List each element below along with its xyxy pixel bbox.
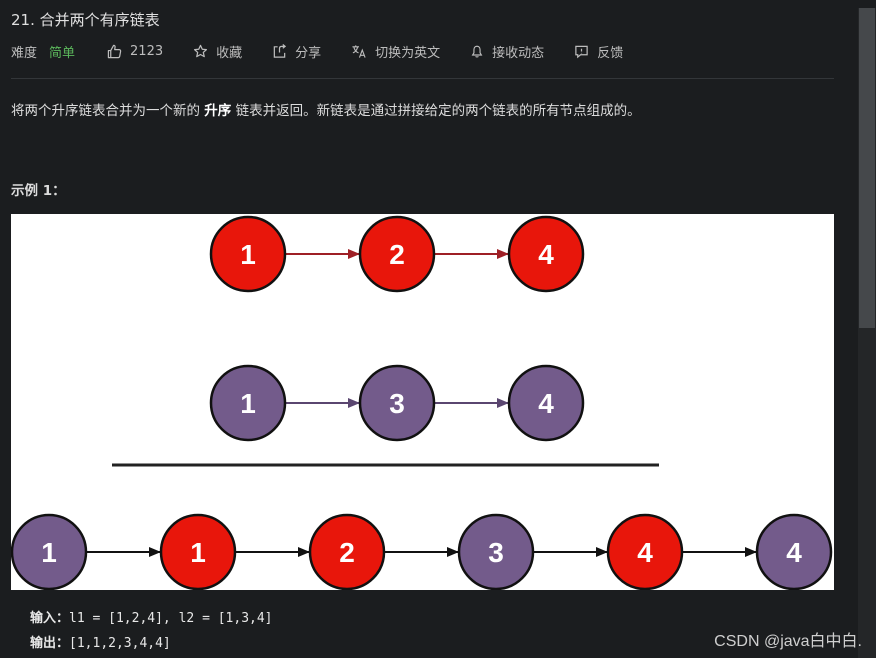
merged-node: 4 <box>755 513 833 591</box>
problem-description: 将两个升序链表合并为一个新的 升序 链表并返回。新链表是通过拼接给定的两个链表的… <box>11 103 641 119</box>
example-output: 输出：[1,1,2,3,4,4] <box>30 636 171 651</box>
thumbs-up-icon <box>107 44 122 58</box>
list2-node: 1 <box>209 364 287 442</box>
favorite-button[interactable]: 收藏 <box>193 42 242 61</box>
merged-node: 3 <box>457 513 535 591</box>
node-label: 1 <box>41 537 57 568</box>
favorite-label: 收藏 <box>216 45 243 61</box>
watermark: CSDN @java白中白. <box>714 633 862 650</box>
linked-list-diagram: 1 2 4 1 3 4 1 1 2 3 4 4 <box>10 214 834 591</box>
translate-icon <box>352 44 366 58</box>
difficulty-label: 难度 <box>11 45 38 61</box>
node-label: 4 <box>637 537 653 568</box>
notification-button[interactable]: 接收动态 <box>470 42 544 61</box>
bell-icon <box>471 45 483 58</box>
feedback-icon <box>575 45 588 58</box>
linked-list-svg: 1 2 4 1 3 4 1 1 2 3 4 4 <box>10 215 833 591</box>
list1-node: 2 <box>358 215 436 293</box>
list1-node: 1 <box>209 215 287 293</box>
node-label: 3 <box>488 537 504 568</box>
merged-node: 1 <box>159 513 237 591</box>
feedback-label: 反馈 <box>597 45 624 61</box>
example-code-block: 输入：l1 = [1,2,4], l2 = [1,3,4] 输出：[1,1,2,… <box>11 596 834 658</box>
example-title: 示例 1： <box>11 183 66 199</box>
switch-language-label: 切换为英文 <box>375 45 441 61</box>
problem-title: 21. 合并两个有序链表 <box>11 11 160 29</box>
node-label: 2 <box>389 239 405 270</box>
switch-language-button[interactable]: 切换为英文 <box>351 42 440 61</box>
node-label: 1 <box>240 388 256 419</box>
node-label: 4 <box>538 239 554 270</box>
share-button[interactable]: 分享 <box>272 42 321 61</box>
node-label: 3 <box>389 388 405 419</box>
node-label: 1 <box>190 537 206 568</box>
feedback-button[interactable]: 反馈 <box>574 42 623 61</box>
like-count: 2123 <box>130 43 164 59</box>
example-input: 输入：l1 = [1,2,4], l2 = [1,3,4] <box>30 611 273 626</box>
list2-node: 3 <box>358 364 436 442</box>
notification-label: 接收动态 <box>492 45 545 61</box>
node-label: 2 <box>339 537 355 568</box>
scrollbar-thumb[interactable] <box>859 8 875 328</box>
difficulty-value: 简单 <box>49 45 76 61</box>
merged-node: 2 <box>308 513 386 591</box>
like-button[interactable]: 2123 <box>107 44 163 59</box>
node-label: 4 <box>786 537 802 568</box>
node-label: 4 <box>538 388 554 419</box>
description-emphasis: 升序 <box>204 103 232 119</box>
share-icon <box>273 43 287 58</box>
problem-meta-bar: 难度 简单 2123 收藏 分享 切换为英文 接收动态 反馈 <box>11 41 653 61</box>
header-divider <box>11 78 834 79</box>
star-icon <box>194 44 208 57</box>
share-label: 分享 <box>295 45 322 61</box>
merged-node: 4 <box>606 513 684 591</box>
list2-node: 4 <box>507 364 585 442</box>
merged-node: 1 <box>10 513 88 591</box>
node-label: 1 <box>240 239 256 270</box>
list1-node: 4 <box>507 215 585 293</box>
vertical-scrollbar[interactable] <box>858 8 876 658</box>
